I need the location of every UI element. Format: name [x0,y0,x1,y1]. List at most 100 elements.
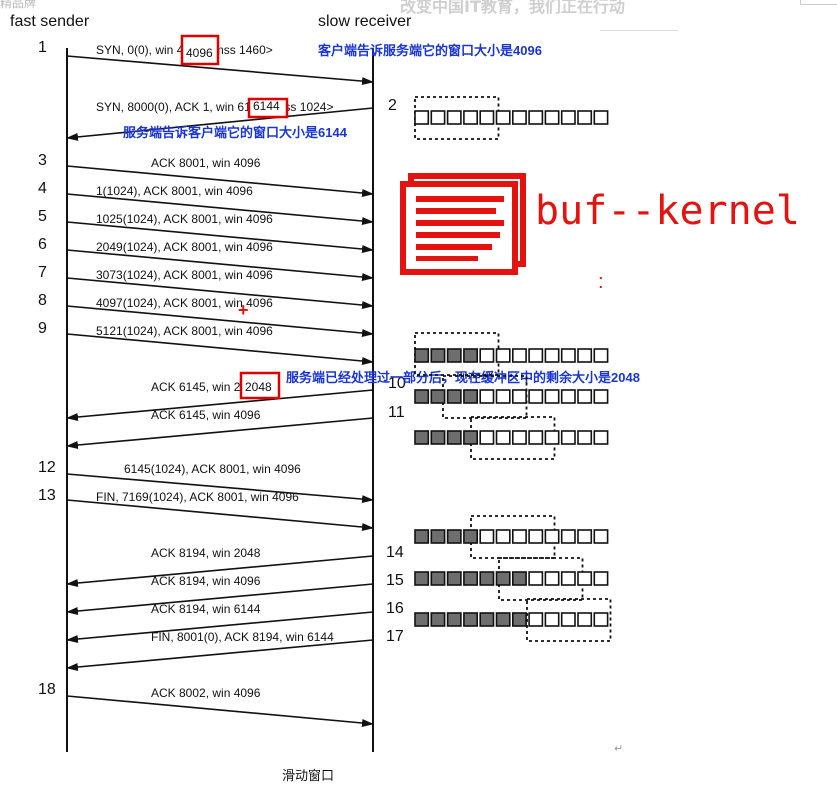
buffer-cell-filled [463,430,478,445]
buffer-cell-filled [446,529,462,544]
buffer-cell-empty [528,348,544,363]
annotation-notes: 客户端告诉服务端它的窗口大小是4096服务端告诉客户端它的窗口大小是6144服务… [123,43,640,385]
buffer-cell-filled [495,571,511,586]
buffer-cell-empty [593,110,609,125]
buffer-cell-empty [593,348,609,363]
buffer-cell-filled [414,430,430,445]
message-arrow [66,305,374,337]
buffer-cell-empty [577,348,593,363]
receiver-step-number: 10 [388,375,406,392]
message-arrow [66,107,374,141]
message-arrow [66,499,374,531]
buffer-cell-empty [577,571,593,586]
buffer-cell-empty [511,389,527,404]
buffer-cell-empty [544,529,560,544]
highlight-box [239,371,281,400]
buffer-cell-empty [544,348,560,363]
message-label: ACK 8194, win 2048 [151,546,261,560]
message-arrow [66,55,374,86]
window-outline [526,598,612,642]
message-label: 4097(1024), ACK 8001, win 4096 [96,296,273,310]
buffer-cell-filled [463,389,478,404]
receiver-label: slow receiver [318,13,412,30]
buffer-cell-filled [463,529,478,544]
buffer-cell-empty [479,430,495,445]
buffer-cell-empty [430,110,446,125]
return-mark: ↵ [614,743,623,755]
buffer-cell-empty [446,110,462,125]
buffer-row [414,332,609,376]
message-label: 3073(1024), ACK 8001, win 4096 [96,268,273,282]
buffer-cell-empty [560,529,576,544]
message-arrow [66,193,374,225]
buffer-cell-empty [560,430,576,445]
message-label: 5121(1024), ACK 8001, win 4096 [96,324,273,338]
buffer-cell-filled [430,529,446,544]
buffer-cell-empty [577,612,593,627]
buffer-cell-empty [528,110,544,125]
receiver-step-number: 14 [386,544,404,561]
buffer-cell-filled [463,348,478,363]
buffer-cell-empty [495,110,511,125]
buffer-cell-filled [430,612,446,627]
highlighted-value: 2048 [245,380,272,394]
buffer-cell-empty [577,529,593,544]
message-label: 1025(1024), ACK 8001, win 4096 [96,212,273,226]
buffer-cell-filled [511,571,527,586]
message-label: FIN, 7169(1024), ACK 8001, win 4096 [96,490,299,504]
buffer-logo-icon [400,173,526,275]
buffer-cell-filled [495,612,511,627]
buffer-cell-empty [495,430,511,445]
receiver-step-number: 15 [386,572,404,589]
buffer-cell-empty [479,529,495,544]
corner-rule [800,0,837,5]
sender-step-number: 4 [38,180,47,197]
watermark-right: 改变中国IT教育，我们正在行动 [400,0,625,16]
highlight-box [180,34,220,66]
message-label: FIN, 8001(0), ACK 8194, win 6144 [151,630,334,644]
buffer-cell-empty [560,571,576,586]
buffer-cell-filled [463,612,478,627]
buffer-cell-filled [446,430,462,445]
message-arrow [66,555,374,587]
sender-step-number: 7 [38,264,47,281]
sender-step-number: 6 [38,236,47,253]
message-label: ACK 6145, win 2048 [151,380,261,394]
buffer-cell-filled [446,348,462,363]
message-arrows [66,55,374,727]
buffer-cell-filled [463,571,478,586]
buffer-cell-empty [577,110,593,125]
message-arrow [66,277,374,309]
buffer-cell-filled [446,389,462,404]
message-label: 1(1024), ACK 8001, win 4096 [96,184,253,198]
sender-step-number: 13 [38,487,56,504]
buffer-row [414,598,612,642]
buffer-cell-filled [414,348,430,363]
message-label: ACK 8001, win 4096 [151,156,261,170]
buffer-cell-empty [577,430,593,445]
buffer-cell-empty [511,348,527,363]
message-arrow [66,221,374,253]
buffer-cell-empty [544,389,560,404]
highlighted-value: 4096 [186,46,213,60]
receiver-step-number: 11 [388,404,405,421]
annotation-note: 客户端告诉服务端它的窗口大小是4096 [318,43,542,58]
message-arrow [66,333,374,365]
buffer-cell-empty [560,110,576,125]
colon-mark: : [598,271,604,293]
annotation-note: 服务端告诉客户端它的窗口大小是6144 [123,125,348,140]
buffer-row [414,416,609,460]
highlight-box [247,97,289,119]
receiver-step-number: 16 [386,600,404,617]
buffer-cell-empty [593,389,609,404]
buffer-cell-empty [528,571,544,586]
buffer-cell-empty [593,529,609,544]
header-rule [600,30,678,31]
buffer-row [414,96,609,140]
buffer-cell-empty [528,430,544,445]
buffer-cell-empty [544,430,560,445]
buffer-cell-filled [446,571,462,586]
buffer-cell-filled [479,571,495,586]
